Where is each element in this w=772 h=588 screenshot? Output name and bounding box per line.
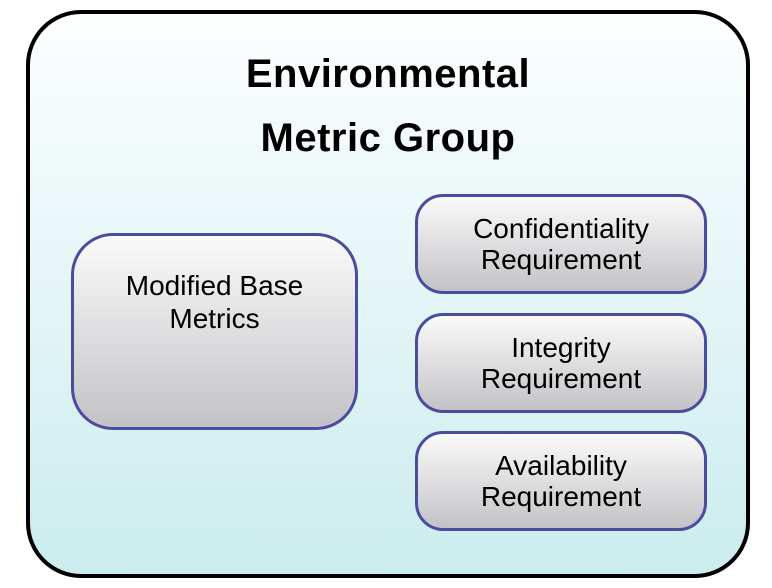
diagram-title: Environmental Metric Group: [30, 42, 746, 170]
node-confidentiality-requirement-label-line1: Confidentiality: [473, 213, 649, 244]
diagram-title-line2: Metric Group: [260, 116, 516, 160]
node-modified-base-metrics: Modified Base Metrics: [71, 233, 358, 430]
diagram-title-line1: Environmental: [245, 52, 531, 96]
node-availability-requirement-label-line2: Requirement: [480, 481, 642, 512]
node-integrity-requirement-label-line1: Integrity: [511, 332, 611, 363]
node-availability-requirement: Availability Requirement: [415, 431, 707, 531]
node-modified-base-metrics-label-line2: Metrics: [169, 303, 260, 334]
node-confidentiality-requirement: Confidentiality Requirement: [415, 194, 707, 294]
node-availability-requirement-label-line1: Availability: [495, 450, 627, 481]
node-integrity-requirement-label-line2: Requirement: [480, 363, 642, 394]
node-modified-base-metrics-label-line1: Modified Base: [125, 270, 304, 301]
node-integrity-requirement: Integrity Requirement: [415, 313, 707, 413]
node-confidentiality-requirement-label-line2: Requirement: [480, 244, 642, 275]
environmental-metric-group-container: Environmental Metric Group Modified Base…: [26, 10, 750, 578]
